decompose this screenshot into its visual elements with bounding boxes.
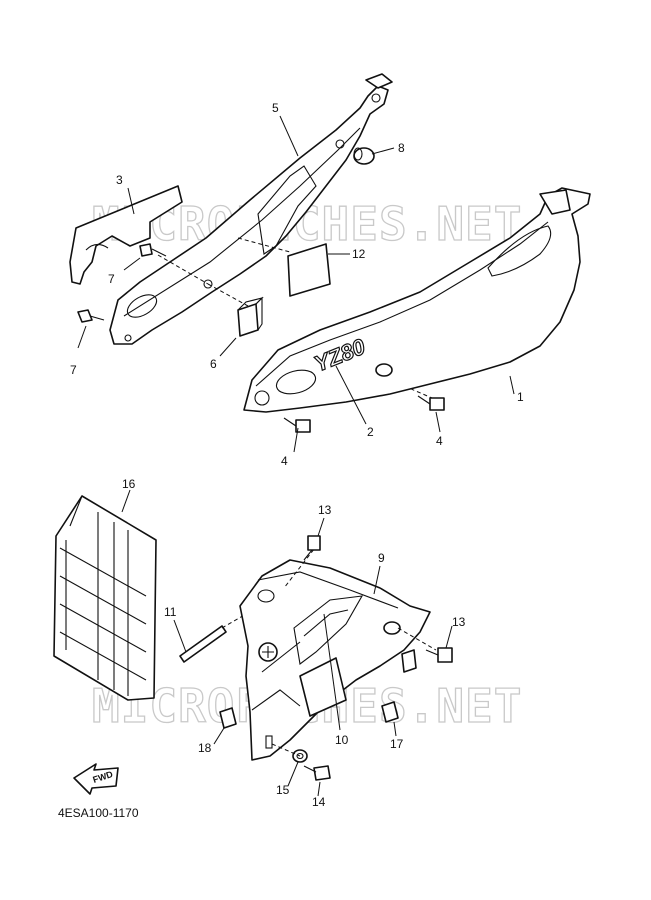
callout-17: 17	[390, 737, 404, 751]
part-14-bolt	[303, 765, 331, 781]
callout-8: 8	[398, 141, 405, 155]
part-4-bolt-right	[417, 395, 445, 411]
callout-10: 10	[335, 733, 349, 747]
callout-6: 6	[210, 357, 217, 371]
part-16-radiator-guard	[53, 495, 157, 701]
fwd-arrow-icon: FWD	[73, 763, 119, 795]
part-7-bolt-lower	[77, 309, 105, 323]
callout-3: 3	[116, 173, 123, 187]
callout-13-right: 13	[452, 615, 466, 629]
callout-15: 15	[276, 783, 290, 797]
part-6-damper	[237, 296, 264, 337]
part-7-bolt-upper	[139, 243, 167, 257]
callout-4-right: 4	[436, 434, 443, 448]
callout-7-lower: 7	[70, 363, 77, 377]
part-5-side-cover	[109, 73, 393, 345]
callout-9: 9	[378, 551, 385, 565]
part-10-panel	[299, 657, 347, 717]
diagram-code: 4ESA100-1170	[58, 806, 139, 820]
part-11-strip	[179, 625, 227, 663]
callout-2: 2	[367, 425, 374, 439]
callout-11: 11	[164, 605, 177, 619]
part-8-grommet	[353, 147, 375, 165]
callout-4-left: 4	[281, 454, 288, 468]
part-4-bolt-left	[283, 417, 311, 433]
callout-7-upper: 7	[108, 272, 115, 286]
part-18-clip	[219, 707, 237, 729]
callout-12: 12	[352, 247, 366, 261]
callout-1: 1	[517, 390, 524, 404]
callout-5: 5	[272, 101, 279, 115]
part-13-bolt-upper	[303, 535, 321, 561]
callout-16: 16	[122, 477, 136, 491]
part-17-clip	[381, 649, 417, 723]
part-1-side-cover: YZ80	[243, 187, 591, 413]
callout-18: 18	[198, 741, 212, 755]
part-12-label	[287, 243, 331, 297]
part-3-bracket	[69, 185, 183, 285]
part-13-bolt-right	[425, 647, 453, 663]
callout-14: 14	[312, 795, 326, 809]
callout-13-upper: 13	[318, 503, 332, 517]
